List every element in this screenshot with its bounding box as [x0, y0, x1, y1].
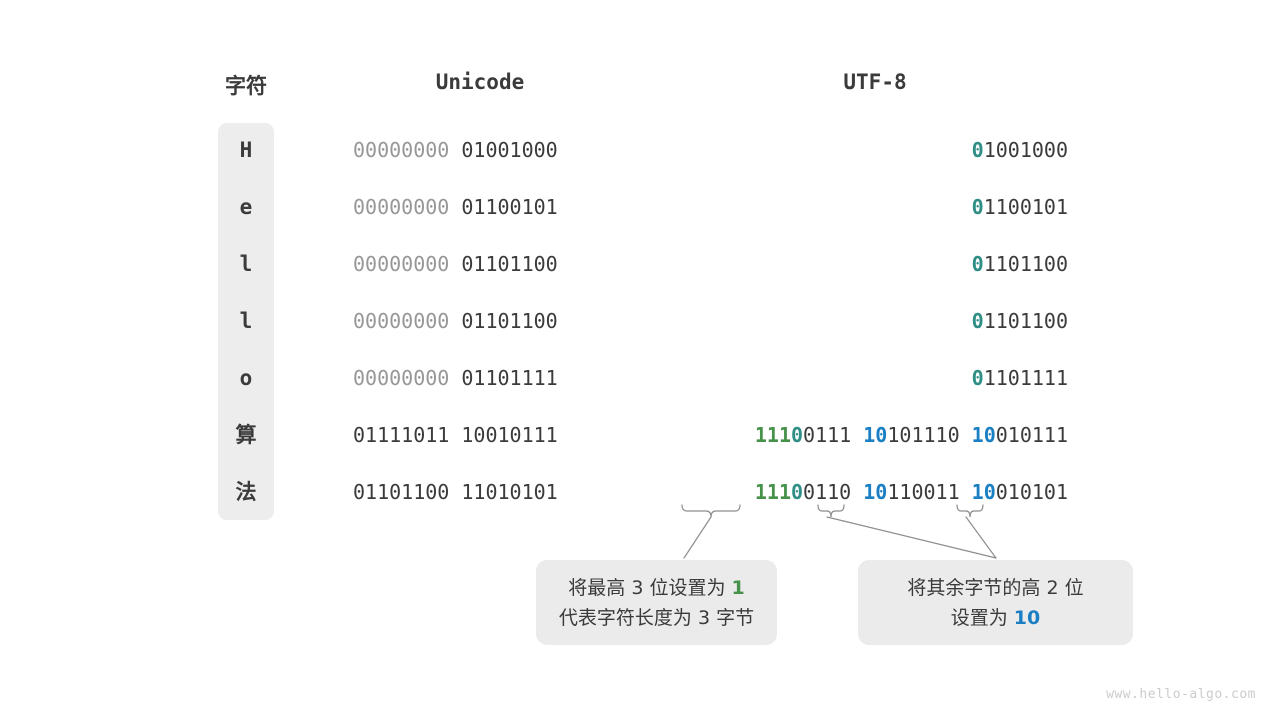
- utf8-payload-bits: 010101: [995, 480, 1068, 504]
- callout-left-line1: 将最高 3 位设置为 1: [568, 576, 745, 599]
- character-cell: e: [239, 195, 253, 219]
- unicode-low-byte: 11010101: [449, 480, 558, 504]
- callout-left-line2: 代表字符长度为 3 字节: [558, 606, 755, 629]
- character-column-panel: [218, 123, 274, 520]
- utf8-payload-bits: 1101111: [983, 366, 1068, 390]
- callout-right-line1: 将其余字节的高 2 位: [907, 576, 1084, 599]
- utf8-leading-bit: 0: [971, 309, 984, 333]
- utf8-length-marker-bits: 111: [754, 480, 791, 504]
- unicode-cell: 00000000 01101111: [353, 364, 613, 392]
- utf8-payload-bits: 110011: [887, 480, 960, 504]
- callout-right-line2: 设置为 10: [950, 606, 1041, 629]
- character-cell: l: [239, 252, 253, 276]
- unicode-high-byte: 00000000: [353, 138, 450, 162]
- utf8-byte-gap: [960, 480, 972, 504]
- unicode-cell: 01111011 10010111: [353, 421, 613, 449]
- utf8-cell: 01001000: [600, 136, 1068, 164]
- unicode-cell: 00000000 01100101: [353, 193, 613, 221]
- utf8-payload-bits: 1101100: [983, 252, 1068, 276]
- character-cell: 算: [235, 423, 257, 447]
- utf8-payload-bits: 1100101: [983, 195, 1068, 219]
- utf8-byte-gap: [851, 480, 863, 504]
- utf8-cell: 01101100: [600, 307, 1068, 335]
- utf8-payload-bits: 101110: [887, 423, 960, 447]
- unicode-low-byte: 01101100: [449, 252, 558, 276]
- utf8-length-terminator-bit: 0: [791, 423, 804, 447]
- utf8-continuation-marker-bits: 10: [971, 423, 996, 447]
- unicode-low-byte: 01100101: [449, 195, 558, 219]
- utf8-byte-gap: [960, 423, 972, 447]
- utf8-payload-bits: 010111: [995, 423, 1068, 447]
- utf8-continuation-marker-bits: 10: [971, 480, 996, 504]
- character-cell: o: [239, 366, 253, 390]
- unicode-high-byte: 00000000: [353, 252, 450, 276]
- utf8-payload-bits: 0110: [803, 480, 852, 504]
- unicode-low-byte: 01101100: [449, 309, 558, 333]
- utf8-cell: 11100110 10110011 10010101: [600, 478, 1068, 506]
- unicode-high-byte: 00000000: [353, 309, 450, 333]
- unicode-high-byte: 00000000: [353, 195, 450, 219]
- unicode-high-byte: 00000000: [353, 366, 450, 390]
- unicode-low-byte: 10010111: [449, 423, 558, 447]
- unicode-cell: 00000000 01001000: [353, 136, 613, 164]
- utf8-cell: 01100101: [600, 193, 1068, 221]
- utf8-length-marker-bits: 111: [754, 423, 791, 447]
- header-unicode: Unicode: [435, 70, 525, 94]
- unicode-low-byte: 01001000: [449, 138, 558, 162]
- unicode-cell: 01101100 11010101: [353, 478, 613, 506]
- utf8-cell: 11100111 10101110 10010111: [600, 421, 1068, 449]
- callout-continuation-bits: 将其余字节的高 2 位 设置为 10: [858, 560, 1133, 645]
- utf8-length-terminator-bit: 0: [791, 480, 804, 504]
- watermark: www.hello-algo.com: [1106, 687, 1256, 702]
- unicode-high-byte: 01111011: [353, 423, 450, 447]
- utf8-leading-bit: 0: [971, 366, 984, 390]
- utf8-continuation-marker-bits: 10: [863, 423, 888, 447]
- utf8-leading-bit: 0: [971, 195, 984, 219]
- utf8-payload-bits: 0111: [803, 423, 852, 447]
- callout-right-highlight: 10: [1013, 606, 1041, 629]
- unicode-cell: 00000000 01101100: [353, 307, 613, 335]
- character-cell: 法: [235, 480, 257, 504]
- header-character: 字符: [225, 74, 267, 98]
- callout-leading-bits: 将最高 3 位设置为 1 代表字符长度为 3 字节: [536, 560, 777, 645]
- utf8-cell: 01101111: [600, 364, 1068, 392]
- callout-left-highlight: 1: [731, 576, 745, 599]
- utf8-cell: 01101100: [600, 250, 1068, 278]
- utf8-byte-gap: [851, 423, 863, 447]
- utf8-payload-bits: 1101100: [983, 309, 1068, 333]
- header-utf8: UTF-8: [843, 70, 907, 94]
- unicode-high-byte: 01101100: [353, 480, 450, 504]
- character-cell: l: [239, 309, 253, 333]
- unicode-cell: 00000000 01101100: [353, 250, 613, 278]
- utf8-leading-bit: 0: [971, 138, 984, 162]
- utf8-leading-bit: 0: [971, 252, 984, 276]
- utf8-payload-bits: 1001000: [983, 138, 1068, 162]
- utf8-continuation-marker-bits: 10: [863, 480, 888, 504]
- character-cell: H: [239, 138, 253, 162]
- unicode-low-byte: 01101111: [449, 366, 558, 390]
